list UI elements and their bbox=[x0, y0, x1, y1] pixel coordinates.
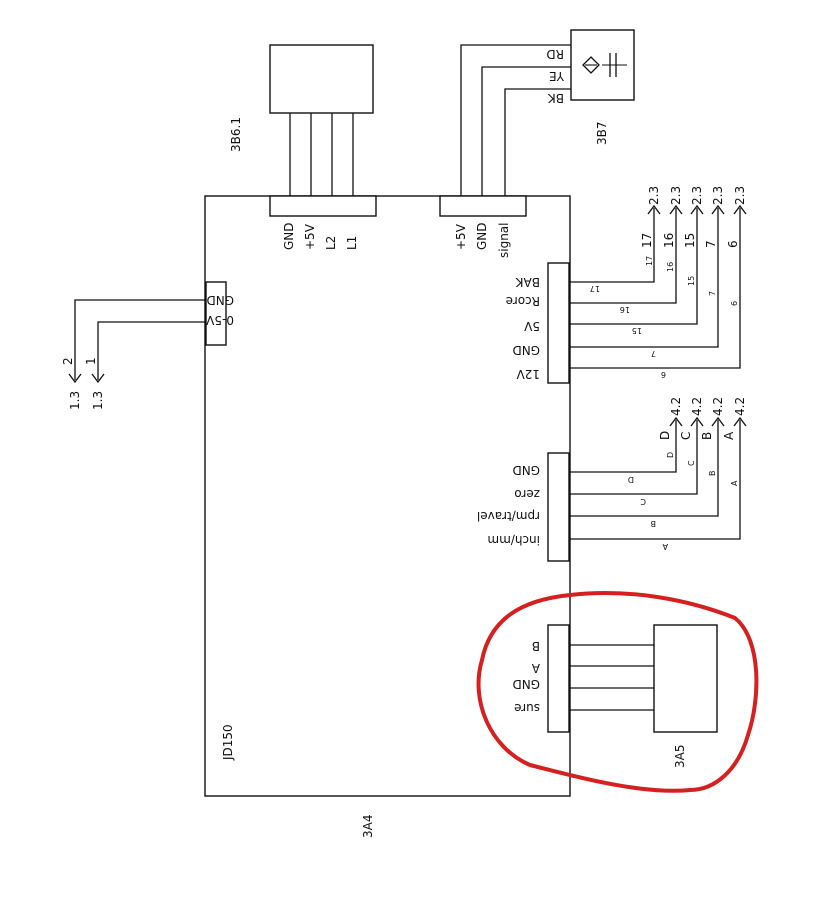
module-3a5-ref: 3A5 bbox=[673, 745, 687, 768]
proximity-wire-bk: BK bbox=[547, 91, 564, 105]
proximity-pin: +5V bbox=[454, 223, 468, 250]
proximity-pin: GND bbox=[475, 222, 489, 250]
upper-wire-tag: 17 bbox=[640, 233, 654, 248]
middle-wire-tag: A bbox=[722, 431, 736, 440]
upper-pin: 12V bbox=[516, 367, 540, 381]
upper-terminal: 7 bbox=[708, 291, 717, 296]
middle-pin: rpm/travel bbox=[477, 509, 540, 523]
middle-pin: GND bbox=[512, 463, 540, 477]
main-board-part: JD150 bbox=[221, 724, 235, 761]
left-wire-num: 1 bbox=[84, 357, 98, 365]
left-ref: 1.3 bbox=[91, 391, 105, 410]
module-3a5-box bbox=[653, 624, 718, 733]
upper-ref: 2.3 bbox=[690, 186, 704, 205]
proximity-connector bbox=[439, 195, 527, 217]
upper-pin: GND bbox=[512, 343, 540, 357]
proximity-sensor-icon bbox=[582, 53, 627, 77]
proximity-pin: signal bbox=[497, 223, 511, 259]
left-ref: 1.3 bbox=[68, 391, 82, 410]
upper-wire-tag: 15 bbox=[683, 233, 697, 248]
middle-terminal: C bbox=[687, 460, 696, 466]
upper-pin: BAK bbox=[515, 275, 540, 289]
upper-wire-tag: 7 bbox=[704, 240, 718, 248]
middle-wire-tag: B bbox=[700, 432, 714, 440]
middle-pin: inch/mm bbox=[487, 533, 540, 547]
proximity-ref: 3B7 bbox=[595, 121, 609, 145]
upper-wire-tag: 16 bbox=[662, 233, 676, 248]
middle-wire-num: C bbox=[640, 497, 646, 506]
lower-pin: B bbox=[532, 639, 540, 653]
left-connector bbox=[205, 281, 227, 346]
middle-ref: 4.2 bbox=[733, 397, 747, 416]
middle-wire-tag: D bbox=[658, 431, 672, 440]
lower-pin: GND bbox=[512, 677, 540, 691]
proximity-wire-ye: YE bbox=[549, 69, 565, 83]
middle-ref: 4.2 bbox=[711, 397, 725, 416]
upper-ref: 2.3 bbox=[711, 186, 725, 205]
upper-wire-num: 6 bbox=[661, 370, 666, 379]
middle-terminal: B bbox=[708, 471, 717, 477]
upper-terminal: 17 bbox=[645, 256, 654, 266]
upper-wire-tag: 6 bbox=[726, 240, 740, 248]
proximity-wire-rd: RD bbox=[546, 47, 564, 61]
lower-pin: A bbox=[531, 661, 540, 675]
upper-terminal: 15 bbox=[687, 276, 696, 286]
middle-wire-tag: C bbox=[679, 432, 693, 440]
upper-ref: 2.3 bbox=[669, 186, 683, 205]
highlight-circle bbox=[476, 590, 759, 793]
sensor-3b6-ref: 3B6.1 bbox=[229, 117, 243, 152]
sensor-3b6-pin: L2 bbox=[324, 236, 338, 250]
middle-pin: zero bbox=[514, 487, 540, 501]
middle-ref: 4.2 bbox=[669, 397, 683, 416]
upper-pin: Rcore bbox=[506, 294, 540, 308]
sensor-3b6-box bbox=[269, 44, 374, 114]
upper-pin: 5V bbox=[523, 319, 540, 333]
sensor-3b6-pin: GND bbox=[282, 222, 296, 250]
middle-connector bbox=[547, 452, 570, 562]
upper-wire-num: 7 bbox=[651, 349, 656, 358]
lower-pin: sure bbox=[514, 701, 540, 715]
middle-ref: 4.2 bbox=[690, 397, 704, 416]
upper-terminal: 16 bbox=[666, 262, 675, 272]
sensor-3b6-pin: +5V bbox=[303, 223, 317, 250]
left-wire-num: 2 bbox=[61, 357, 75, 365]
sensor-3b6-pin: L1 bbox=[345, 236, 359, 250]
middle-wire-num: A bbox=[662, 542, 668, 551]
lower-connector bbox=[547, 624, 570, 733]
middle-wire-num: D bbox=[628, 475, 634, 484]
upper-wire-num: 17 bbox=[590, 284, 600, 293]
middle-terminal: D bbox=[666, 452, 675, 458]
main-board-ref: 3A4 bbox=[361, 815, 375, 838]
upper-wire-num: 16 bbox=[620, 305, 630, 314]
upper-ref: 2.3 bbox=[647, 186, 661, 205]
upper-connector bbox=[547, 262, 570, 384]
upper-wire-num: 15 bbox=[632, 326, 642, 335]
upper-ref: 2.3 bbox=[733, 186, 747, 205]
sensor-3b6-connector bbox=[269, 195, 377, 217]
main-board-box bbox=[204, 195, 571, 797]
upper-terminal: 6 bbox=[730, 301, 739, 306]
middle-wire-num: B bbox=[651, 519, 657, 528]
left-connector-pin: GND bbox=[206, 293, 234, 307]
left-connector-pin: 0-5V bbox=[205, 313, 234, 327]
middle-terminal: A bbox=[730, 480, 739, 486]
